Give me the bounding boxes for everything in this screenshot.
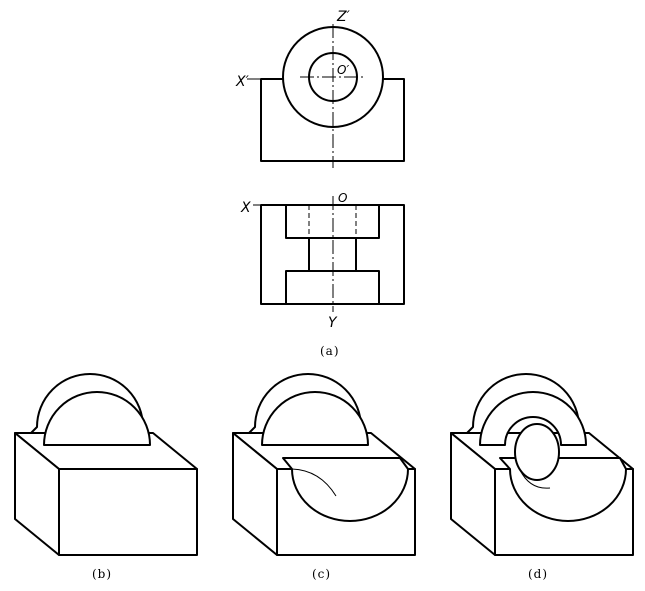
top-view-x-label: X <box>240 200 251 216</box>
iso-b-half-cylinder-front <box>43 391 151 446</box>
caption-a: (a) <box>320 344 340 358</box>
front-view-origin-label: O′ <box>337 63 349 77</box>
top-view-y-label: Y <box>328 315 338 331</box>
iso-c-slot <box>282 457 409 522</box>
isometric-b <box>14 373 198 556</box>
iso-d-bore-edge <box>519 469 551 489</box>
isometric-c <box>232 373 416 556</box>
front-view-x-label: X′ <box>235 74 250 90</box>
caption-c: (c) <box>312 567 331 581</box>
top-view: X Y O <box>240 191 405 331</box>
iso-b-front-face <box>58 468 198 556</box>
front-view: Z′ X′ O′ <box>235 9 405 168</box>
iso-c-half-cylinder-front <box>261 391 369 446</box>
caption-d: (d) <box>528 567 548 581</box>
caption-b: (b) <box>92 567 112 581</box>
iso-d-bore-opening <box>514 423 560 481</box>
isometric-d <box>450 373 634 556</box>
front-view-z-label: Z′ <box>336 9 351 25</box>
top-view-origin-label: O <box>338 191 347 205</box>
iso-c-slot-inner-edge <box>291 468 337 497</box>
iso-d-half-ring-front <box>479 391 587 446</box>
